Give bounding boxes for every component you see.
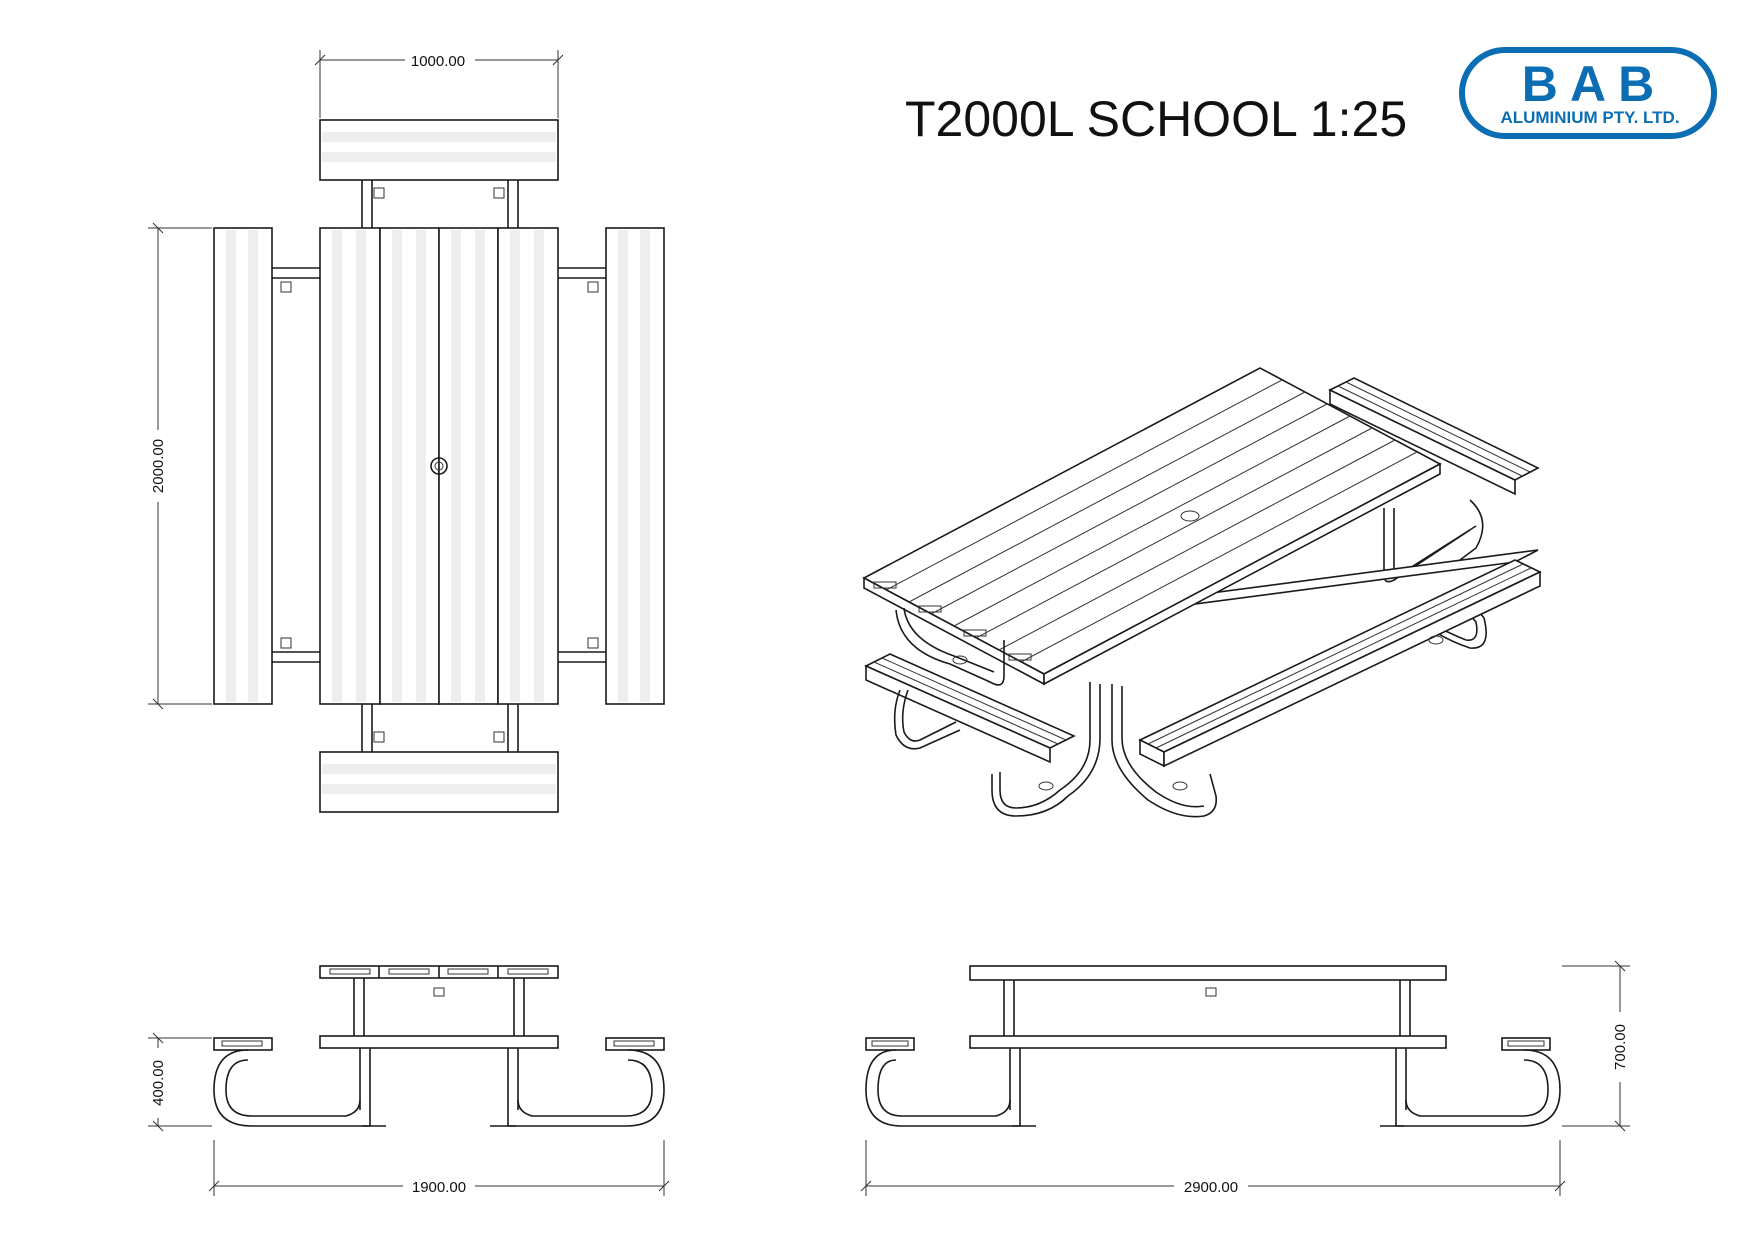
end-width-label: 1900.00 bbox=[412, 1179, 466, 1196]
dimension-seat-height: 400.00 bbox=[146, 1032, 212, 1132]
dimension-plan-width: 1000.00 bbox=[314, 50, 564, 118]
company-logo: B A B ALUMINIUM PTY. LTD. bbox=[1459, 47, 1717, 139]
dimension-side-length: 2900.00 bbox=[860, 1140, 1566, 1196]
dimension-end-width: 1900.00 bbox=[208, 1140, 670, 1196]
plan-length-label: 2000.00 bbox=[150, 439, 167, 493]
side-length-label: 2900.00 bbox=[1184, 1179, 1238, 1196]
plan-width-label: 1000.00 bbox=[411, 53, 465, 70]
logo-letters: B A B bbox=[1522, 56, 1654, 112]
dimension-plan-length: 2000.00 bbox=[146, 222, 212, 710]
table-height-label: 700.00 bbox=[1612, 1024, 1629, 1070]
drawing-title: T2000L SCHOOL 1:25 bbox=[905, 91, 1407, 147]
end-view: 400.00 1900.00 bbox=[146, 965, 670, 1196]
logo-subtitle: ALUMINIUM PTY. LTD. bbox=[1500, 108, 1679, 127]
side-view: 2900.00 700.00 bbox=[860, 960, 1632, 1196]
isometric-view bbox=[862, 367, 1542, 818]
dimension-table-height: 700.00 bbox=[1562, 960, 1632, 1132]
plan-view: 1000.00 2000.00 bbox=[146, 50, 665, 813]
seat-height-label: 400.00 bbox=[150, 1060, 167, 1106]
